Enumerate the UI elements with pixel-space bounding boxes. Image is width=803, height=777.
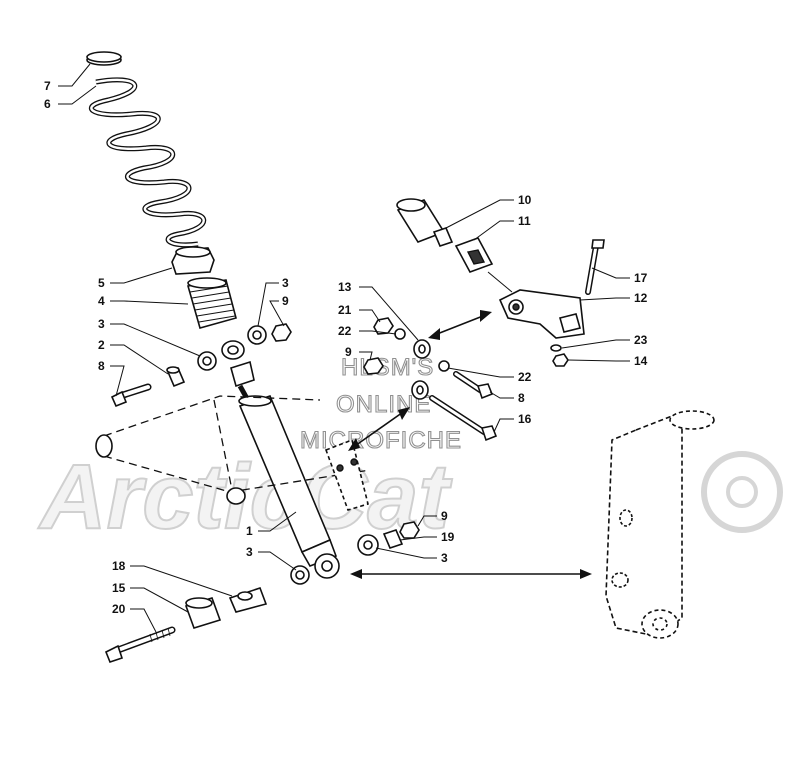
callout-9: 9 bbox=[441, 509, 448, 523]
link-bolt-8 bbox=[453, 371, 494, 400]
link-bolt-16 bbox=[429, 395, 498, 442]
callout-3: 3 bbox=[246, 545, 253, 559]
callout-22: 22 bbox=[518, 370, 532, 384]
leader-lines bbox=[58, 63, 630, 633]
adjuster-sleeve bbox=[186, 277, 237, 329]
callout-16: 16 bbox=[518, 412, 532, 426]
link-bushing-lower bbox=[411, 380, 429, 400]
bolt-17 bbox=[585, 239, 605, 295]
upper-bolt-8 bbox=[110, 383, 152, 408]
lower-bushing-3-left bbox=[290, 565, 310, 585]
callout-22: 22 bbox=[338, 324, 352, 338]
link-washer-22-left bbox=[394, 328, 406, 340]
callout-18: 18 bbox=[112, 559, 126, 573]
coil-spring bbox=[88, 77, 207, 248]
callout-6: 6 bbox=[44, 97, 51, 111]
callout-17: 17 bbox=[634, 271, 648, 285]
torsion-insert-11 bbox=[454, 237, 494, 273]
callout-12: 12 bbox=[634, 291, 648, 305]
torsion-shaft-10 bbox=[396, 198, 454, 247]
spring-cap bbox=[86, 51, 122, 66]
watermark-line-1: HLSM'S bbox=[341, 354, 434, 381]
callout-labels: 7 6 5 4 3 9 3 2 8 10 11 17 12 13 21 22 9… bbox=[44, 79, 648, 616]
lower-sleeve-19 bbox=[382, 529, 404, 549]
upper-bushing-3-right bbox=[247, 325, 267, 345]
ski-spindle bbox=[605, 410, 715, 639]
lower-spacer-15 bbox=[184, 597, 222, 629]
spring-retainer bbox=[171, 246, 215, 275]
callout-8: 8 bbox=[518, 391, 525, 405]
callout-21: 21 bbox=[338, 303, 352, 317]
callout-10: 10 bbox=[518, 193, 532, 207]
torsion-arm-12 bbox=[498, 289, 585, 339]
callout-3: 3 bbox=[282, 276, 289, 290]
torsion-axis-line bbox=[487, 271, 513, 293]
assembly-arrows bbox=[348, 310, 592, 579]
callout-11: 11 bbox=[518, 214, 531, 228]
callout-7: 7 bbox=[44, 79, 51, 93]
upper-nut-9 bbox=[271, 323, 292, 342]
callout-19: 19 bbox=[441, 530, 455, 544]
callout-2: 2 bbox=[98, 338, 105, 352]
callout-5: 5 bbox=[98, 276, 105, 290]
callout-23: 23 bbox=[634, 333, 648, 347]
link-washer-22-right bbox=[438, 360, 450, 372]
shock-absorber bbox=[221, 340, 340, 579]
callout-3: 3 bbox=[98, 317, 105, 331]
link-nut-9 bbox=[363, 357, 384, 375]
callout-3: 3 bbox=[441, 551, 448, 565]
callout-13: 13 bbox=[338, 280, 352, 294]
callout-8: 8 bbox=[98, 359, 105, 373]
upper-sleeve-2 bbox=[166, 366, 186, 388]
callout-9: 9 bbox=[345, 345, 352, 359]
nut-14 bbox=[552, 353, 569, 367]
link-bushing-13 bbox=[413, 339, 431, 359]
washer-23 bbox=[550, 344, 562, 352]
callout-15: 15 bbox=[112, 581, 126, 595]
lower-bushing-3-right bbox=[357, 534, 379, 556]
callout-9: 9 bbox=[282, 294, 289, 308]
callout-1: 1 bbox=[246, 524, 253, 538]
watermark-hub-icon bbox=[726, 476, 758, 508]
watermark-line-2: ONLINE bbox=[336, 391, 431, 418]
callout-4: 4 bbox=[98, 294, 105, 308]
a-arm-outline bbox=[95, 395, 371, 511]
lower-bolt-20 bbox=[104, 626, 176, 663]
callout-14: 14 bbox=[634, 354, 648, 368]
watermark-line-3: MICROFICHE bbox=[300, 427, 462, 454]
watermark-wheel-icon bbox=[701, 451, 783, 533]
lower-sleeve-18 bbox=[228, 586, 268, 613]
callout-20: 20 bbox=[112, 602, 126, 616]
upper-bushing-3-left bbox=[197, 351, 217, 371]
